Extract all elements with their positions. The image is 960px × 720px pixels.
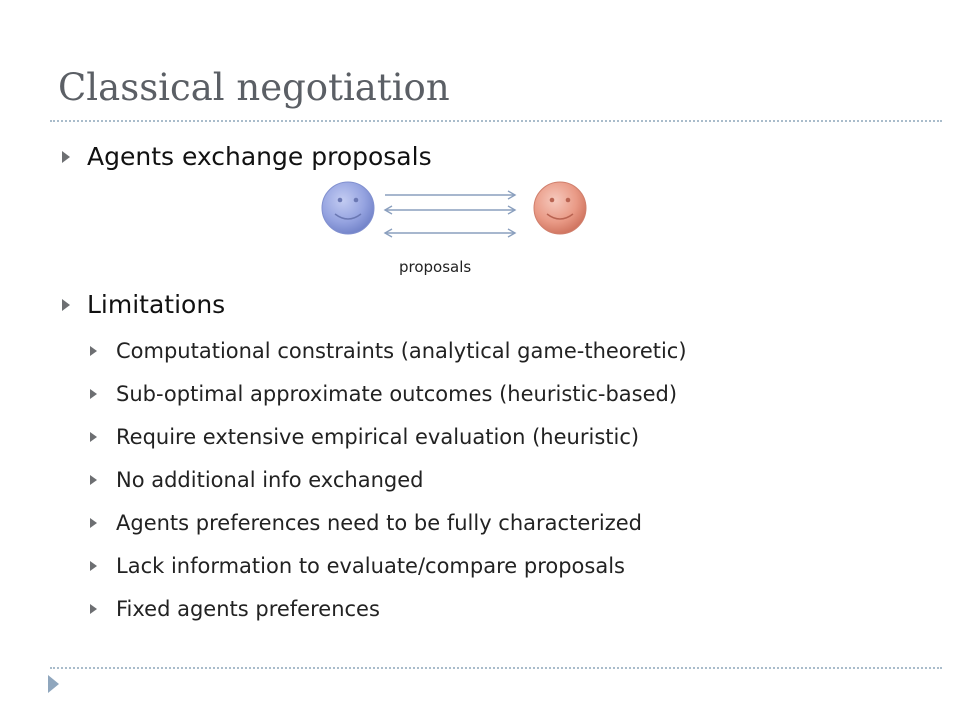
sub-bullet-marker-icon — [90, 475, 97, 485]
sub-bullet: Require extensive empirical evaluation (… — [90, 425, 639, 449]
bottom-divider — [50, 667, 942, 669]
proposal-exchange-diagram: proposals — [315, 172, 595, 282]
bullet-limitations: Limitations — [62, 290, 225, 319]
sub-bullet-text: Computational constraints (analytical ga… — [116, 339, 687, 363]
arrows — [383, 190, 517, 238]
smiley-face-red-icon — [533, 181, 587, 235]
sub-bullet-text: Fixed agents preferences — [116, 597, 380, 621]
sub-bullet: Fixed agents preferences — [90, 597, 380, 621]
sub-bullet-marker-icon — [90, 346, 97, 356]
bullet-marker-icon — [62, 150, 70, 163]
exchange-arrows-svg — [321, 181, 587, 238]
top-divider — [50, 120, 942, 122]
sub-bullet-text: Require extensive empirical evaluation (… — [116, 425, 640, 449]
sub-bullet: Sub-optimal approximate outcomes (heuris… — [90, 382, 677, 406]
diagram-caption: proposals — [399, 258, 472, 276]
smiley-face-blue-icon — [321, 181, 375, 235]
sub-bullet: Lack information to evaluate/compare pro… — [90, 554, 625, 578]
sub-bullet-marker-icon — [90, 432, 97, 442]
sub-bullet: Computational constraints (analytical ga… — [90, 339, 687, 363]
sub-bullet: Agents preferences need to be fully char… — [90, 511, 642, 535]
bullet-text: Agents exchange proposals — [87, 142, 432, 171]
sub-bullet-text: No additional info exchanged — [116, 468, 424, 492]
bullet-marker-icon — [62, 298, 70, 311]
sub-bullet-text: Agents preferences need to be fully char… — [116, 511, 642, 535]
bullet-text: Limitations — [87, 290, 226, 319]
sub-bullet-text: Lack information to evaluate/compare pro… — [116, 554, 625, 578]
sub-bullet-marker-icon — [90, 518, 97, 528]
sub-bullet: No additional info exchanged — [90, 468, 423, 492]
bullet-agents-exchange: Agents exchange proposals — [62, 142, 432, 171]
sub-bullet-marker-icon — [90, 604, 97, 614]
corner-triangle-icon — [48, 675, 59, 693]
sub-bullet-marker-icon — [90, 389, 97, 399]
sub-bullet-text: Sub-optimal approximate outcomes (heuris… — [116, 382, 678, 406]
sub-bullet-marker-icon — [90, 561, 97, 571]
slide-title: Classical negotiation — [58, 66, 450, 109]
